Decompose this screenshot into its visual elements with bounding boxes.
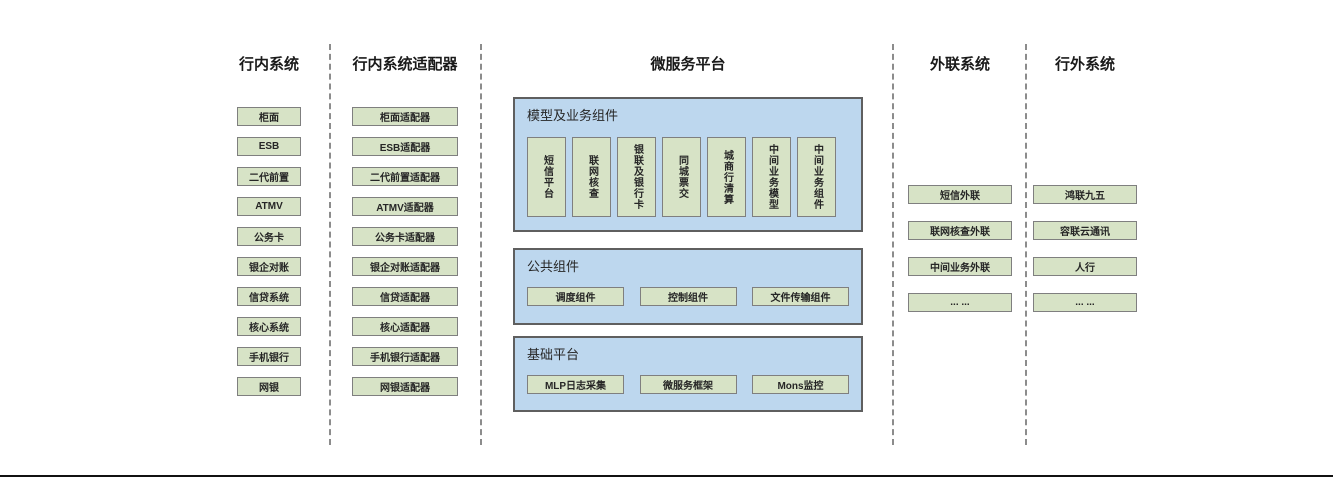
base-platform-row: MLP日志采集微服务框架 Mons监控 xyxy=(527,375,849,394)
column-title-internal-adapters: 行内系统适配器 xyxy=(352,56,458,73)
panel-model-business-components: 模型及业务组件 短信平台联网核查银联及银行卡同城票交城商行清算中间业务模型中间业… xyxy=(513,97,863,232)
base-platform-box: 微服务框架 xyxy=(639,375,737,394)
panel-title: 公共组件 xyxy=(527,259,580,274)
column-title-outside-bank: 行外系统 xyxy=(1054,56,1115,73)
system-box: 核心系统 xyxy=(237,317,301,336)
system-box: 银企对账 xyxy=(237,257,301,276)
adapter-box: 网银适配器 xyxy=(352,377,458,396)
system-box: ATMV xyxy=(237,197,301,216)
system-box: 网银 xyxy=(237,377,301,396)
internal-systems-box-list: 柜面 ESB 二代前置 ATMV 公务卡银企对账信贷系统核心系统手机银行网银 xyxy=(237,107,301,407)
adapter-box: ESB适配器 xyxy=(352,137,458,156)
outside-bank-box-list: 鸿联九五容联云通讯人行 ... ... xyxy=(1033,185,1137,329)
column-outside-bank-systems: 行外系统 鸿联九五容联云通讯人行 ... ... xyxy=(1020,56,1150,329)
column-title-microservice-platform: 微服务平台 xyxy=(650,56,726,73)
adapter-box: 核心适配器 xyxy=(352,317,458,336)
system-box: 手机银行 xyxy=(237,347,301,366)
column-divider xyxy=(329,44,331,445)
panel-common-components: 公共组件 调度组件控制组件文件传输组件 xyxy=(513,248,863,325)
system-box: 二代前置 xyxy=(237,167,301,186)
system-box: 信贷系统 xyxy=(237,287,301,306)
panel-base-platform: 基础平台 MLP日志采集微服务框架 Mons监控 xyxy=(513,336,863,412)
business-component-box: 中间业务组件 xyxy=(797,137,836,217)
external-link-box: 联网核查外联 xyxy=(908,221,1012,240)
adapter-box: ATMV适配器 xyxy=(352,197,458,216)
external-link-box: ... ... xyxy=(908,293,1012,312)
column-divider xyxy=(1025,44,1027,445)
outside-bank-box: 容联云通讯 xyxy=(1033,221,1137,240)
outside-bank-box: 人行 xyxy=(1033,257,1137,276)
outside-bank-box: ... ... xyxy=(1033,293,1137,312)
external-link-box: 短信外联 xyxy=(908,185,1012,204)
base-platform-box: MLP日志采集 xyxy=(527,375,624,394)
adapter-box: 信贷适配器 xyxy=(352,287,458,306)
adapter-box: 手机银行适配器 xyxy=(352,347,458,366)
column-internal-adapters: 行内系统适配器 柜面适配器 ESB适配器二代前置适配器 ATMV适配器公务卡适配器银… xyxy=(340,56,470,407)
system-box: 公务卡 xyxy=(237,227,301,246)
column-external-link-systems: 外联系统 短信外联联网核查外联中间业务外联 ... ... xyxy=(895,56,1025,329)
adapter-box: 公务卡适配器 xyxy=(352,227,458,246)
common-components-row: 调度组件控制组件文件传输组件 xyxy=(527,287,849,306)
business-component-box: 联网核查 xyxy=(572,137,611,217)
system-box: ESB xyxy=(237,137,301,156)
model-business-components-row: 短信平台联网核查银联及银行卡同城票交城商行清算中间业务模型中间业务组件 xyxy=(527,137,849,217)
business-component-box: 城商行清算 xyxy=(707,137,746,217)
business-component-box: 中间业务模型 xyxy=(752,137,791,217)
column-internal-systems: 行内系统 柜面 ESB 二代前置 ATMV 公务卡银企对账信贷系统核心系统手机银行网银 xyxy=(204,56,334,407)
external-link-box-list: 短信外联联网核查外联中间业务外联 ... ... xyxy=(908,185,1012,329)
panel-title: 模型及业务组件 xyxy=(527,108,619,123)
common-component-box: 控制组件 xyxy=(639,287,737,306)
column-title-external-link: 外联系统 xyxy=(929,56,990,73)
outside-bank-box: 鸿联九五 xyxy=(1033,185,1137,204)
common-component-box: 调度组件 xyxy=(527,287,624,306)
business-component-box: 银联及银行卡 xyxy=(617,137,656,217)
column-divider xyxy=(480,44,482,445)
column-title-internal-systems: 行内系统 xyxy=(238,56,299,73)
column-divider xyxy=(892,44,894,445)
common-component-box: 文件传输组件 xyxy=(752,287,849,306)
panel-title: 基础平台 xyxy=(527,347,580,362)
base-platform-box: Mons监控 xyxy=(752,375,849,394)
adapter-box: 柜面适配器 xyxy=(352,107,458,126)
business-component-box: 同城票交 xyxy=(662,137,701,217)
internal-adapters-box-list: 柜面适配器 ESB适配器二代前置适配器 ATMV适配器公务卡适配器银企对账适配器信贷… xyxy=(352,107,458,407)
adapter-box: 二代前置适配器 xyxy=(352,167,458,186)
bottom-divider-line xyxy=(0,475,1333,477)
adapter-box: 银企对账适配器 xyxy=(352,257,458,276)
external-link-box: 中间业务外联 xyxy=(908,257,1012,276)
system-box: 柜面 xyxy=(237,107,301,126)
business-component-box: 短信平台 xyxy=(527,137,566,217)
